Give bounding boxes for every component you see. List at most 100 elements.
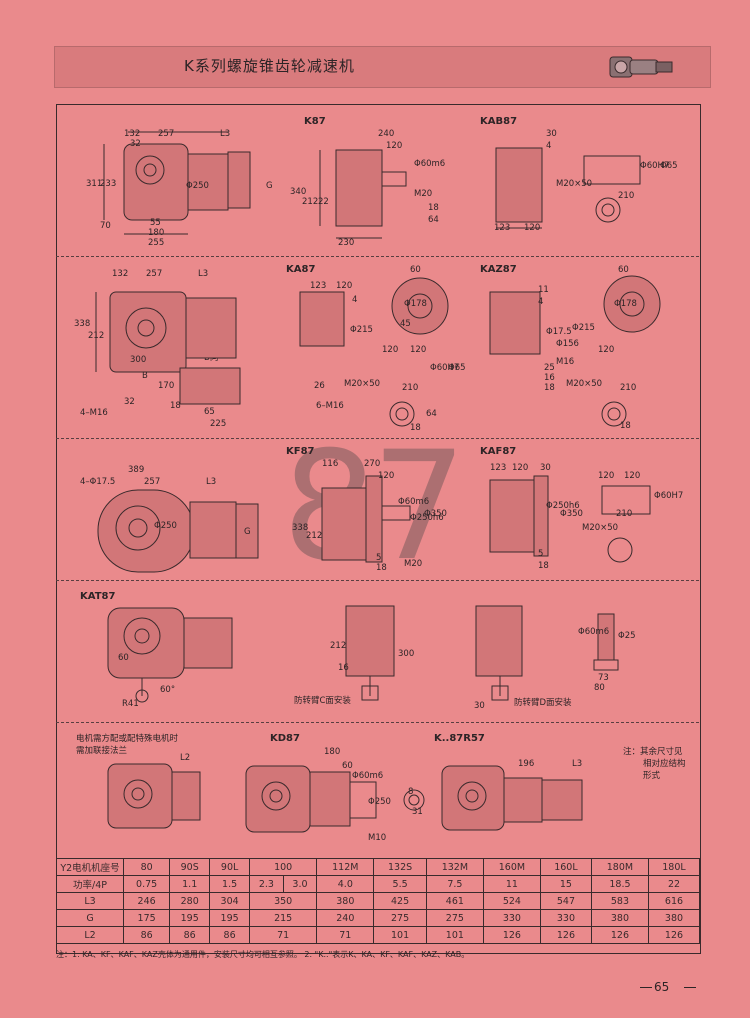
- table-row-l2: L2 86 86 86 71 71 101 101 126 126 126 12…: [56, 926, 701, 944]
- torque-arm-c-note: 防转臂C面安装: [294, 696, 351, 706]
- table-cell: 330: [482, 909, 541, 927]
- table-cell: 126: [590, 926, 649, 944]
- dim-k87-55: 55: [150, 218, 161, 228]
- kd87-drawing: [245, 765, 377, 833]
- dim-k87r57-196: 196: [518, 759, 535, 769]
- dim-ka87-b: B: [142, 371, 148, 381]
- dim-kaf87-120: 120: [512, 463, 529, 473]
- header-bar: [54, 46, 711, 88]
- table-cell: 15: [539, 875, 592, 893]
- dim-ka87-64: 64: [426, 409, 437, 419]
- flange-note-line2: 需加联接法兰: [76, 746, 128, 756]
- table-cell: 240: [316, 909, 375, 927]
- page-number-rule: [684, 987, 696, 988]
- dim-kd87-180: 180: [324, 747, 341, 757]
- dim-ka87-phi178: Φ178: [404, 299, 427, 309]
- kaz87-side-drawing: [489, 291, 541, 355]
- dim-kaz87-4: 4: [538, 297, 544, 307]
- flange-note-line1: 电机需方配或配特殊电机时: [76, 734, 179, 744]
- dim-ka87-6m16: 6–M16: [316, 401, 344, 411]
- dim-kab87-210: 210: [618, 191, 635, 201]
- dim-kaz87-16: 16: [544, 373, 555, 383]
- dim-k87-212: 212: [302, 197, 319, 207]
- dim-ka87-65: 65: [204, 407, 215, 417]
- k87-side-drawing: [319, 149, 407, 239]
- label-kaf87: KAF87: [480, 446, 517, 457]
- dim-kd87-phi60: Φ60m6: [352, 771, 384, 781]
- dim-kaz87-11: 11: [538, 285, 549, 295]
- page-number: 65: [654, 980, 670, 994]
- dim-k87-18: 18: [428, 203, 439, 213]
- dim-kd87-60: 60: [342, 761, 353, 771]
- dim-kat87-60: 60: [118, 653, 129, 663]
- table-cell: 175: [122, 909, 171, 927]
- table-cell: 304: [209, 892, 251, 910]
- side-note-line2: 相对应结构: [643, 759, 686, 769]
- table-cell: 126: [539, 926, 592, 944]
- dim-ka87-120c: 120: [410, 345, 427, 355]
- label-k87: K87: [304, 116, 326, 127]
- dim-kaz87-phi178: Φ178: [614, 299, 637, 309]
- dim-kaz87-18: 18: [544, 383, 555, 393]
- dim-k87-m20: M20: [414, 189, 433, 199]
- dim-ka87-phi65: Φ65: [448, 363, 466, 373]
- dim-ka87-45: 45: [400, 319, 411, 329]
- dim-kaf87-18: 18: [538, 561, 549, 571]
- dim-kaz87-25: 25: [544, 363, 555, 373]
- kaz87-flange-drawing: [603, 275, 661, 333]
- dim-kd87-31: 31: [412, 807, 423, 817]
- kf87-front-drawing: [97, 489, 259, 573]
- table-cell: 100: [249, 858, 318, 876]
- dim-kaz87-18b: 18: [620, 421, 631, 431]
- dim-kf87-389: 389: [128, 465, 145, 475]
- table-cell: 330: [539, 909, 592, 927]
- kaz87-key-drawing: [601, 401, 627, 427]
- dim-kd87-phi250: Φ250: [368, 797, 391, 807]
- dim-kab87-4: 4: [546, 141, 552, 151]
- table-cell: 3.0: [282, 875, 318, 893]
- dim-kab87-120: 120: [524, 223, 541, 233]
- ka87-front-drawing: [95, 291, 241, 405]
- table-cell: 101: [373, 926, 427, 944]
- dim-kaz87-60: 60: [618, 265, 629, 275]
- ka87-side-drawing: [299, 291, 345, 347]
- section-divider: [56, 438, 699, 439]
- table-cell: 90S: [169, 858, 211, 876]
- dim-kf87-212: 212: [306, 531, 323, 541]
- page-title: K系列螺旋锥齿轮减速机: [184, 57, 355, 75]
- dim-ka87-18b: 18: [410, 423, 421, 433]
- table-cell: 380: [316, 892, 375, 910]
- table-cell: 11: [482, 875, 541, 893]
- label-kf87: KF87: [286, 446, 315, 457]
- footnote: 注：1. KA、KF、KAF、KAZ壳体为通用件，安装尺寸均可相互参照。 2. …: [56, 950, 470, 959]
- dim-kaz87-m16: M16: [556, 357, 575, 367]
- table-cell: 461: [425, 892, 484, 910]
- dim-kat87-80: 80: [594, 683, 605, 693]
- table-cell: 71: [316, 926, 375, 944]
- spec-table: Y2电机机座号 80 90S 90L 100 112M 132S 132M 16…: [56, 858, 701, 944]
- dim-ka87-210: 210: [402, 383, 419, 393]
- k87r57-drawing: [441, 765, 583, 831]
- dim-kf87-116: 116: [322, 459, 339, 469]
- table-cell: 86: [122, 926, 171, 944]
- table-cell: 80: [122, 858, 171, 876]
- kaf87-shaft-drawing: [601, 485, 651, 563]
- dim-kat87-212: 212: [330, 641, 347, 651]
- dim-kaf87-30: 30: [540, 463, 551, 473]
- kat87-front-drawing: [107, 607, 233, 703]
- dim-kaz87-phi156: Φ156: [556, 339, 579, 349]
- dim-ka87-338: 338: [74, 319, 91, 329]
- kaf87-side-drawing: [489, 475, 549, 557]
- table-cell: 195: [169, 909, 211, 927]
- dim-ka87-4m16: 4–M16: [80, 408, 108, 418]
- flange-drawing: [107, 763, 201, 829]
- dim-kaz87-m20x50: M20×50: [566, 379, 603, 389]
- dim-k87-70: 70: [100, 221, 111, 231]
- table-cell: 126: [482, 926, 541, 944]
- dim-k87-240: 240: [378, 129, 395, 139]
- table-cell: 275: [425, 909, 484, 927]
- page-number-rule: [640, 987, 652, 988]
- dim-k87-g: G: [266, 181, 273, 191]
- kat87-d-side-drawing: [475, 605, 523, 701]
- dim-kf87-phi250h6: Φ250h6: [410, 513, 444, 523]
